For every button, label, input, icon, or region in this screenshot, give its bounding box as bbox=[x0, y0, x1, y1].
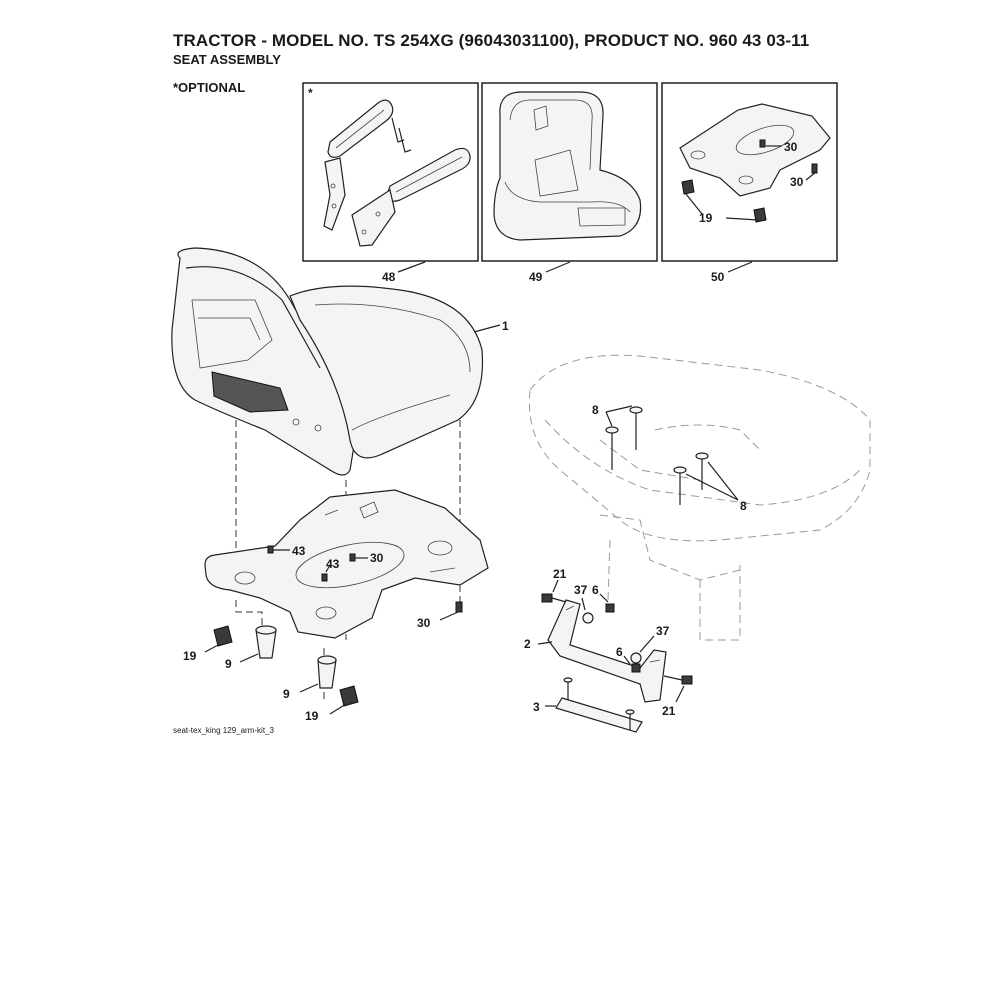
knobs bbox=[213, 625, 359, 707]
mounting-bar bbox=[555, 677, 643, 733]
callout-1: 1 bbox=[502, 319, 509, 333]
inset-armrest-kit: * bbox=[302, 82, 479, 262]
callout-37a: 37 bbox=[574, 583, 588, 597]
callout-49: 49 bbox=[529, 270, 543, 284]
page-subtitle: SEAT ASSEMBLY bbox=[173, 52, 281, 67]
rubber-bumpers bbox=[255, 625, 337, 689]
callout-8b: 8 bbox=[740, 499, 747, 513]
callout-8a: 8 bbox=[592, 403, 599, 417]
callout-3: 3 bbox=[533, 700, 540, 714]
inset-seat-plate-kit: 30 30 19 bbox=[661, 82, 838, 262]
drawing-id: seat-tex_king 129_arm-kit_3 bbox=[173, 726, 274, 735]
seat-mounting-plate bbox=[204, 489, 489, 639]
optional-note: *OPTIONAL bbox=[173, 80, 246, 95]
callout-21b: 21 bbox=[662, 704, 676, 718]
callout-19b: 19 bbox=[305, 709, 319, 723]
seat-part-1 bbox=[171, 247, 484, 476]
callout-37b: 37 bbox=[656, 624, 670, 638]
callout-21a: 21 bbox=[553, 567, 567, 581]
frame-bolts bbox=[605, 406, 709, 505]
inset-seat-cushion bbox=[481, 82, 658, 262]
callout-9b: 9 bbox=[283, 687, 290, 701]
inset-callout-30a: 30 bbox=[784, 140, 798, 154]
callout-30a: 30 bbox=[370, 551, 384, 565]
inset-callout-19: 19 bbox=[699, 211, 713, 225]
page-title: TRACTOR - MODEL NO. TS 254XG (9604303110… bbox=[173, 31, 810, 50]
callout-43a: 43 bbox=[292, 544, 306, 558]
callout-30b: 30 bbox=[417, 616, 431, 630]
callout-6a: 6 bbox=[592, 583, 599, 597]
callout-19a: 19 bbox=[183, 649, 197, 663]
callout-48: 48 bbox=[382, 270, 396, 284]
callout-9a: 9 bbox=[225, 657, 232, 671]
callout-2: 2 bbox=[524, 637, 531, 651]
callout-50: 50 bbox=[711, 270, 725, 284]
inset-callout-30b: 30 bbox=[790, 175, 804, 189]
tractor-frame-outline bbox=[528, 354, 871, 641]
optional-marker: * bbox=[308, 86, 313, 100]
seat-bracket bbox=[547, 599, 667, 703]
callout-43b: 43 bbox=[326, 557, 340, 571]
callout-6b: 6 bbox=[616, 645, 623, 659]
bracket-hardware bbox=[541, 593, 693, 685]
